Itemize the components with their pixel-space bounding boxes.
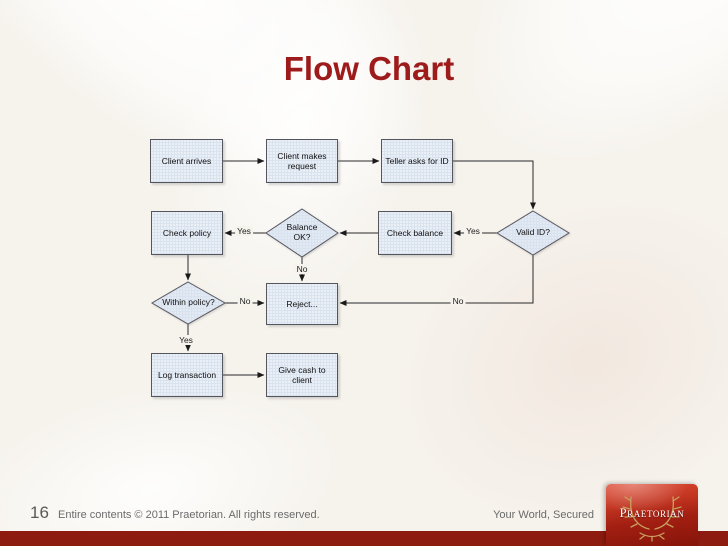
node-label: Check balance (386, 227, 444, 238)
node-client-arrives: Client arrives (150, 139, 223, 183)
node-give-cash: Give cash to client (266, 353, 338, 397)
node-label: Client makes request (277, 150, 327, 171)
laurel-wreath-icon (622, 496, 682, 542)
node-teller-asks-for-id: Teller asks for ID (381, 139, 453, 183)
decision-valid-id (496, 210, 570, 256)
edge-label-yes: Yes (177, 335, 195, 345)
node-label: Client arrives (161, 155, 212, 166)
node-check-policy: Check policy (151, 211, 223, 255)
node-balance-ok: Balance OK? (266, 209, 338, 257)
page-title: Flow Chart (283, 50, 455, 87)
node-client-makes-request: Client makes request (266, 139, 338, 183)
edge-valid-id-to-reject (339, 255, 534, 306)
footer-red-bar (0, 531, 728, 546)
node-label: Valid ID? (516, 227, 550, 238)
logo-wordmark: Praetorian (619, 506, 685, 520)
copyright-text: Entire contents © 2011 Praetorian. All r… (58, 509, 320, 521)
node-valid-id: Valid ID? (497, 211, 569, 255)
node-label: Log transaction (157, 369, 217, 380)
node-reject: Reject... (266, 283, 338, 325)
decision-balance-ok (265, 208, 339, 258)
node-label: Reject... (286, 298, 318, 309)
tagline-text: Your World, Secured (493, 509, 594, 521)
edge-label-yes: Yes (235, 226, 253, 236)
edge-label-no: No (237, 296, 253, 306)
edge-label-yes: Yes (464, 226, 482, 236)
praetorian-logo: Praetorian (606, 484, 698, 546)
edge-teller-asks-for-id-to-valid-id (453, 160, 536, 210)
node-label: Give cash to client (278, 364, 326, 385)
node-label: Within policy? (162, 297, 215, 308)
node-log-transaction: Log transaction (151, 353, 223, 397)
decision-within-policy (151, 281, 227, 325)
edge-label-no: No (450, 296, 466, 306)
node-label: Balance OK? (286, 222, 318, 242)
page-number: 16 (30, 503, 49, 522)
node-check-balance: Check balance (378, 211, 452, 255)
edge-label-no: No (294, 264, 310, 274)
node-label: Check policy (162, 227, 212, 238)
node-within-policy: Within policy? (152, 282, 225, 324)
node-label: Teller asks for ID (385, 155, 449, 166)
